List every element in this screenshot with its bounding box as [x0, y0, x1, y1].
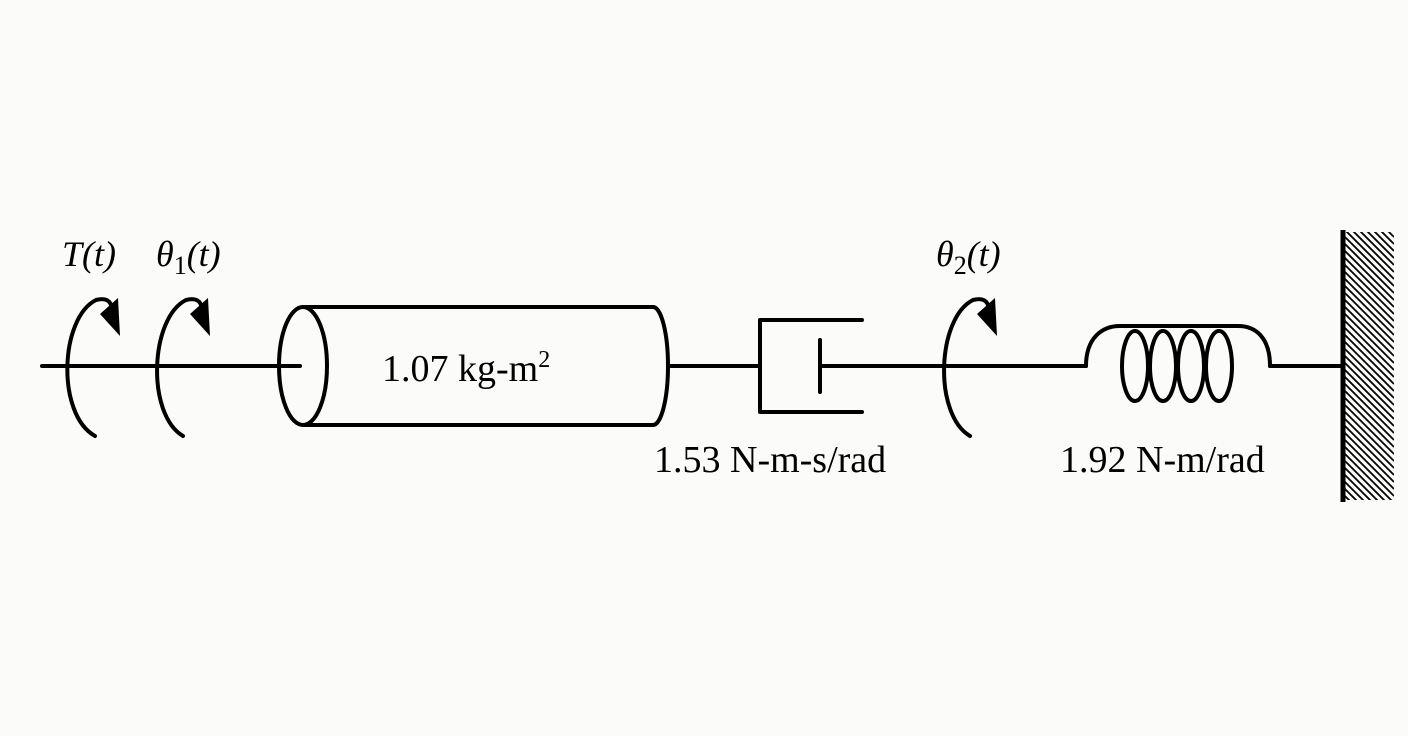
- wall-hatch-line: [1344, 473, 1372, 500]
- wall-hatch-line: [1344, 487, 1358, 500]
- wall-hatch-line: [1344, 291, 1394, 343]
- wall-hatch-line: [1359, 232, 1394, 266]
- spring-label: 1.92 N-m/rad: [1060, 439, 1265, 481]
- wall-hatch-line: [1344, 494, 1351, 500]
- wall-hatch-line: [1344, 270, 1394, 322]
- inertia-cylinder: [277, 305, 670, 427]
- wall-hatch-line: [1352, 232, 1394, 273]
- inertia-exponent: 2: [538, 347, 550, 373]
- wall-hatch-line: [1344, 284, 1394, 336]
- wall-hatch-line: [1344, 319, 1394, 371]
- wall-hatch-line: [1344, 242, 1394, 294]
- damper: [758, 318, 864, 414]
- wall-hatch-line: [1344, 445, 1394, 497]
- wall-hatch-line: [1344, 256, 1394, 308]
- wall-hatch-line: [1344, 277, 1394, 329]
- wall-hatch-line: [1344, 389, 1394, 441]
- wall-hatch-line: [1344, 347, 1394, 399]
- wall-hatch-line: [1344, 431, 1394, 483]
- theta2-label: θ2(t): [936, 234, 1001, 280]
- wall-hatch-line: [1344, 424, 1394, 476]
- theta2-arg: (t): [967, 234, 1001, 274]
- wall-hatch-line: [1344, 235, 1394, 287]
- theta1-subscript: 1: [174, 251, 187, 280]
- wall-hatch-line: [1380, 232, 1394, 245]
- damper-label: 1.53 N-m-s/rad: [654, 439, 886, 481]
- torque-arg: (t): [82, 234, 116, 274]
- theta1-arrow: [155, 297, 210, 438]
- wall-hatch-line: [1344, 417, 1394, 469]
- theta2-subscript: 2: [954, 251, 967, 280]
- spring: [1084, 324, 1272, 403]
- wall-hatch-line: [1345, 232, 1394, 280]
- wall-hatch-line: [1344, 298, 1394, 350]
- torque-arrow: [65, 297, 120, 438]
- inertia-value: 1.07 kg-m: [382, 348, 538, 390]
- theta1-arg: (t): [187, 234, 221, 274]
- theta1-label: θ1(t): [156, 234, 221, 280]
- wall-hatch-line: [1344, 180, 1394, 230]
- fixed-wall: [1340, 180, 1394, 566]
- wall-hatch-line: [1344, 480, 1365, 500]
- wall-hatch-line: [1344, 361, 1394, 413]
- wall-hatch-line: [1344, 502, 1394, 552]
- wall-hatch-line: [1344, 466, 1379, 500]
- wall-hatch-line: [1344, 410, 1394, 462]
- inertia-label: 1.07 kg-m2: [382, 347, 550, 390]
- wall-hatch-line: [1344, 368, 1394, 420]
- wall-hatch-line: [1387, 232, 1394, 238]
- wall-hatch-line: [1344, 516, 1394, 566]
- wall-hatch-line: [1344, 326, 1394, 378]
- wall-hatch-line: [1344, 249, 1394, 301]
- wall-hatch-line: [1344, 382, 1394, 434]
- wall-hatch-line: [1344, 305, 1394, 357]
- torque-label: T(t): [62, 234, 116, 274]
- wall-hatch-line: [1344, 396, 1394, 448]
- wall-hatch-line: [1344, 403, 1394, 455]
- wall-hatch-line: [1344, 509, 1394, 559]
- torque-symbol: T: [62, 234, 85, 274]
- theta2-arrow: [942, 297, 997, 438]
- wall-hatch-line: [1373, 232, 1394, 252]
- theta2-symbol: θ: [936, 234, 954, 274]
- wall-hatch-line: [1344, 354, 1394, 406]
- wall-hatch-line: [1344, 312, 1394, 364]
- wall-hatch-line: [1344, 375, 1394, 427]
- wall-hatch-line: [1344, 438, 1394, 490]
- wall-hatch-line: [1344, 333, 1394, 385]
- wall-hatch-line: [1344, 263, 1394, 315]
- theta1-symbol: θ: [156, 234, 174, 274]
- wall-hatch-line: [1344, 452, 1393, 500]
- wall-hatch-line: [1344, 459, 1386, 500]
- wall-hatch-line: [1366, 232, 1394, 259]
- wall-hatch-line: [1344, 340, 1394, 392]
